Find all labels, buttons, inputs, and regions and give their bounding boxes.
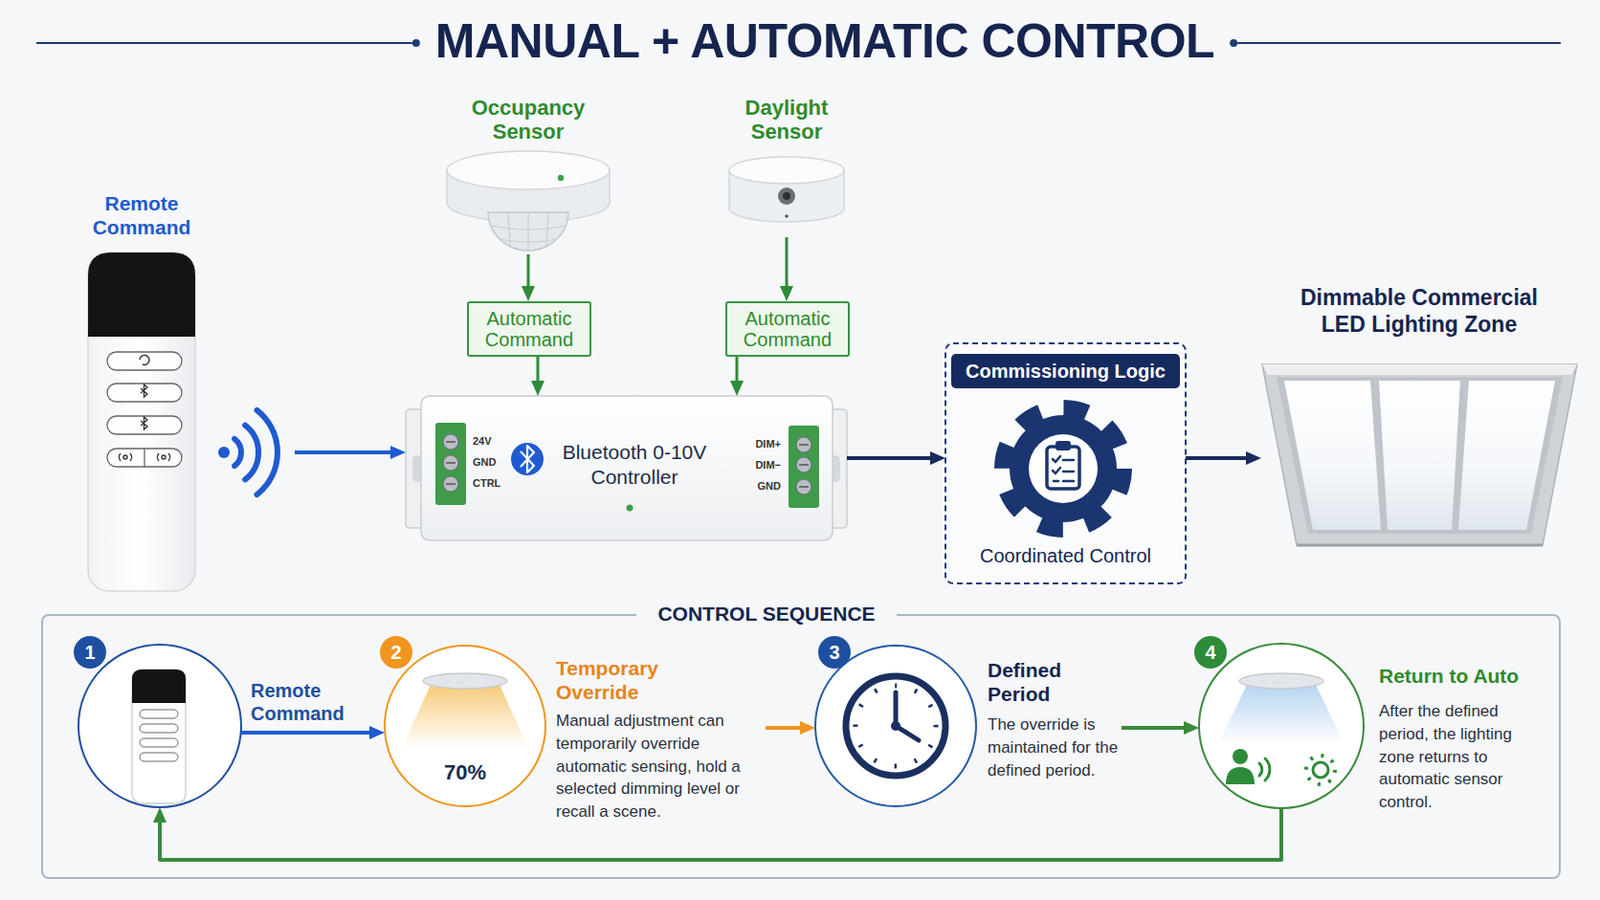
daylight-sensor-illustration xyxy=(729,156,845,223)
pin-name: CTRL xyxy=(472,477,512,490)
step-heading: Return to Auto xyxy=(1378,664,1552,689)
flow-arrow xyxy=(159,808,1282,861)
box-label: Automatic Command xyxy=(474,308,584,351)
step-circle: Remote Command xyxy=(78,644,242,808)
panel-header: Commissioning Logic xyxy=(951,354,1180,389)
flow-arrow xyxy=(765,726,808,731)
step-circle: Return to AutoAfter the defined period, … xyxy=(1199,644,1544,809)
callout-number: 1 xyxy=(73,636,107,669)
pin-name: DIM+ xyxy=(736,438,781,451)
flow-arrow xyxy=(785,237,789,294)
command-box: Automatic Command xyxy=(725,301,850,357)
remote-illustration xyxy=(88,252,196,592)
warm-light-icon xyxy=(401,673,529,749)
flow-arrow xyxy=(241,731,378,735)
flow-arrow xyxy=(294,450,399,455)
pin-name: DIM− xyxy=(736,459,781,472)
auto-mode-icon xyxy=(1218,673,1345,785)
step-circle: Defined PeriodThe override is maintained… xyxy=(815,645,1122,807)
wireless-waves xyxy=(218,410,278,495)
panel-caption: Coordinated Control xyxy=(945,545,1186,568)
step-heading: Temporary Override xyxy=(555,656,719,705)
mini-remote xyxy=(132,669,186,804)
node-heading: Remote Command xyxy=(79,191,204,240)
gear-icon xyxy=(1002,408,1124,530)
diagram-title: MANUAL + AUTOMATIC CONTROL xyxy=(435,13,1215,69)
callout-number: 2 xyxy=(379,636,413,669)
logic-panel: Commissioning LogicCoordinated Control xyxy=(945,343,1186,584)
device-label: Bluetooth 0-10V Controller xyxy=(548,440,721,491)
occupancy-sensor: Occupancy Sensor xyxy=(442,91,615,255)
controller-housing xyxy=(405,396,847,541)
dim-level: 70% xyxy=(426,760,504,786)
step-label: Remote Command xyxy=(250,679,376,726)
callout-number: 4 xyxy=(1194,636,1227,669)
pin-name: GND xyxy=(472,456,512,469)
step-text: Manual adjustment can temporarily overri… xyxy=(555,710,762,824)
step-text: The override is maintained for the defin… xyxy=(987,713,1122,782)
step-circle: 70%Temporary OverrideManual adjustment c… xyxy=(384,645,766,807)
clock-icon xyxy=(845,676,946,777)
sequence-band: CONTROL SEQUENCERemote Command70%Tempora… xyxy=(41,614,1561,880)
lighting-zone: Dimmable Commercial LED Lighting Zone xyxy=(1261,283,1579,548)
led-fixture xyxy=(1262,364,1578,546)
flow-arrow xyxy=(735,356,739,389)
callout-number: 3 xyxy=(818,636,851,669)
daylight-sensor: Daylight Sensor xyxy=(724,91,849,238)
pin-name: 24V xyxy=(472,435,512,448)
node-heading: Occupancy Sensor xyxy=(461,95,596,145)
box-label: Automatic Command xyxy=(733,308,843,351)
pin-name: GND xyxy=(736,480,781,493)
logic-panel-outline xyxy=(945,343,1186,584)
step-heading: Defined Period xyxy=(987,658,1112,707)
step-text: After the defined period, the lighting z… xyxy=(1378,700,1537,815)
flow-arrow xyxy=(1121,726,1192,731)
node-heading: Daylight Sensor xyxy=(724,95,849,145)
band-heading: CONTROL SEQUENCE xyxy=(636,601,897,627)
flow-arrow xyxy=(846,456,938,461)
occupancy-sensor-illustration xyxy=(446,151,610,251)
node-heading: Dimmable Commercial LED Lighting Zone xyxy=(1285,285,1554,338)
flow-arrow xyxy=(1185,456,1254,461)
flow-arrow xyxy=(527,254,531,294)
remote-control: Remote Command xyxy=(76,187,295,596)
flow-arrow xyxy=(536,356,540,389)
command-box: Automatic Command xyxy=(466,301,592,357)
